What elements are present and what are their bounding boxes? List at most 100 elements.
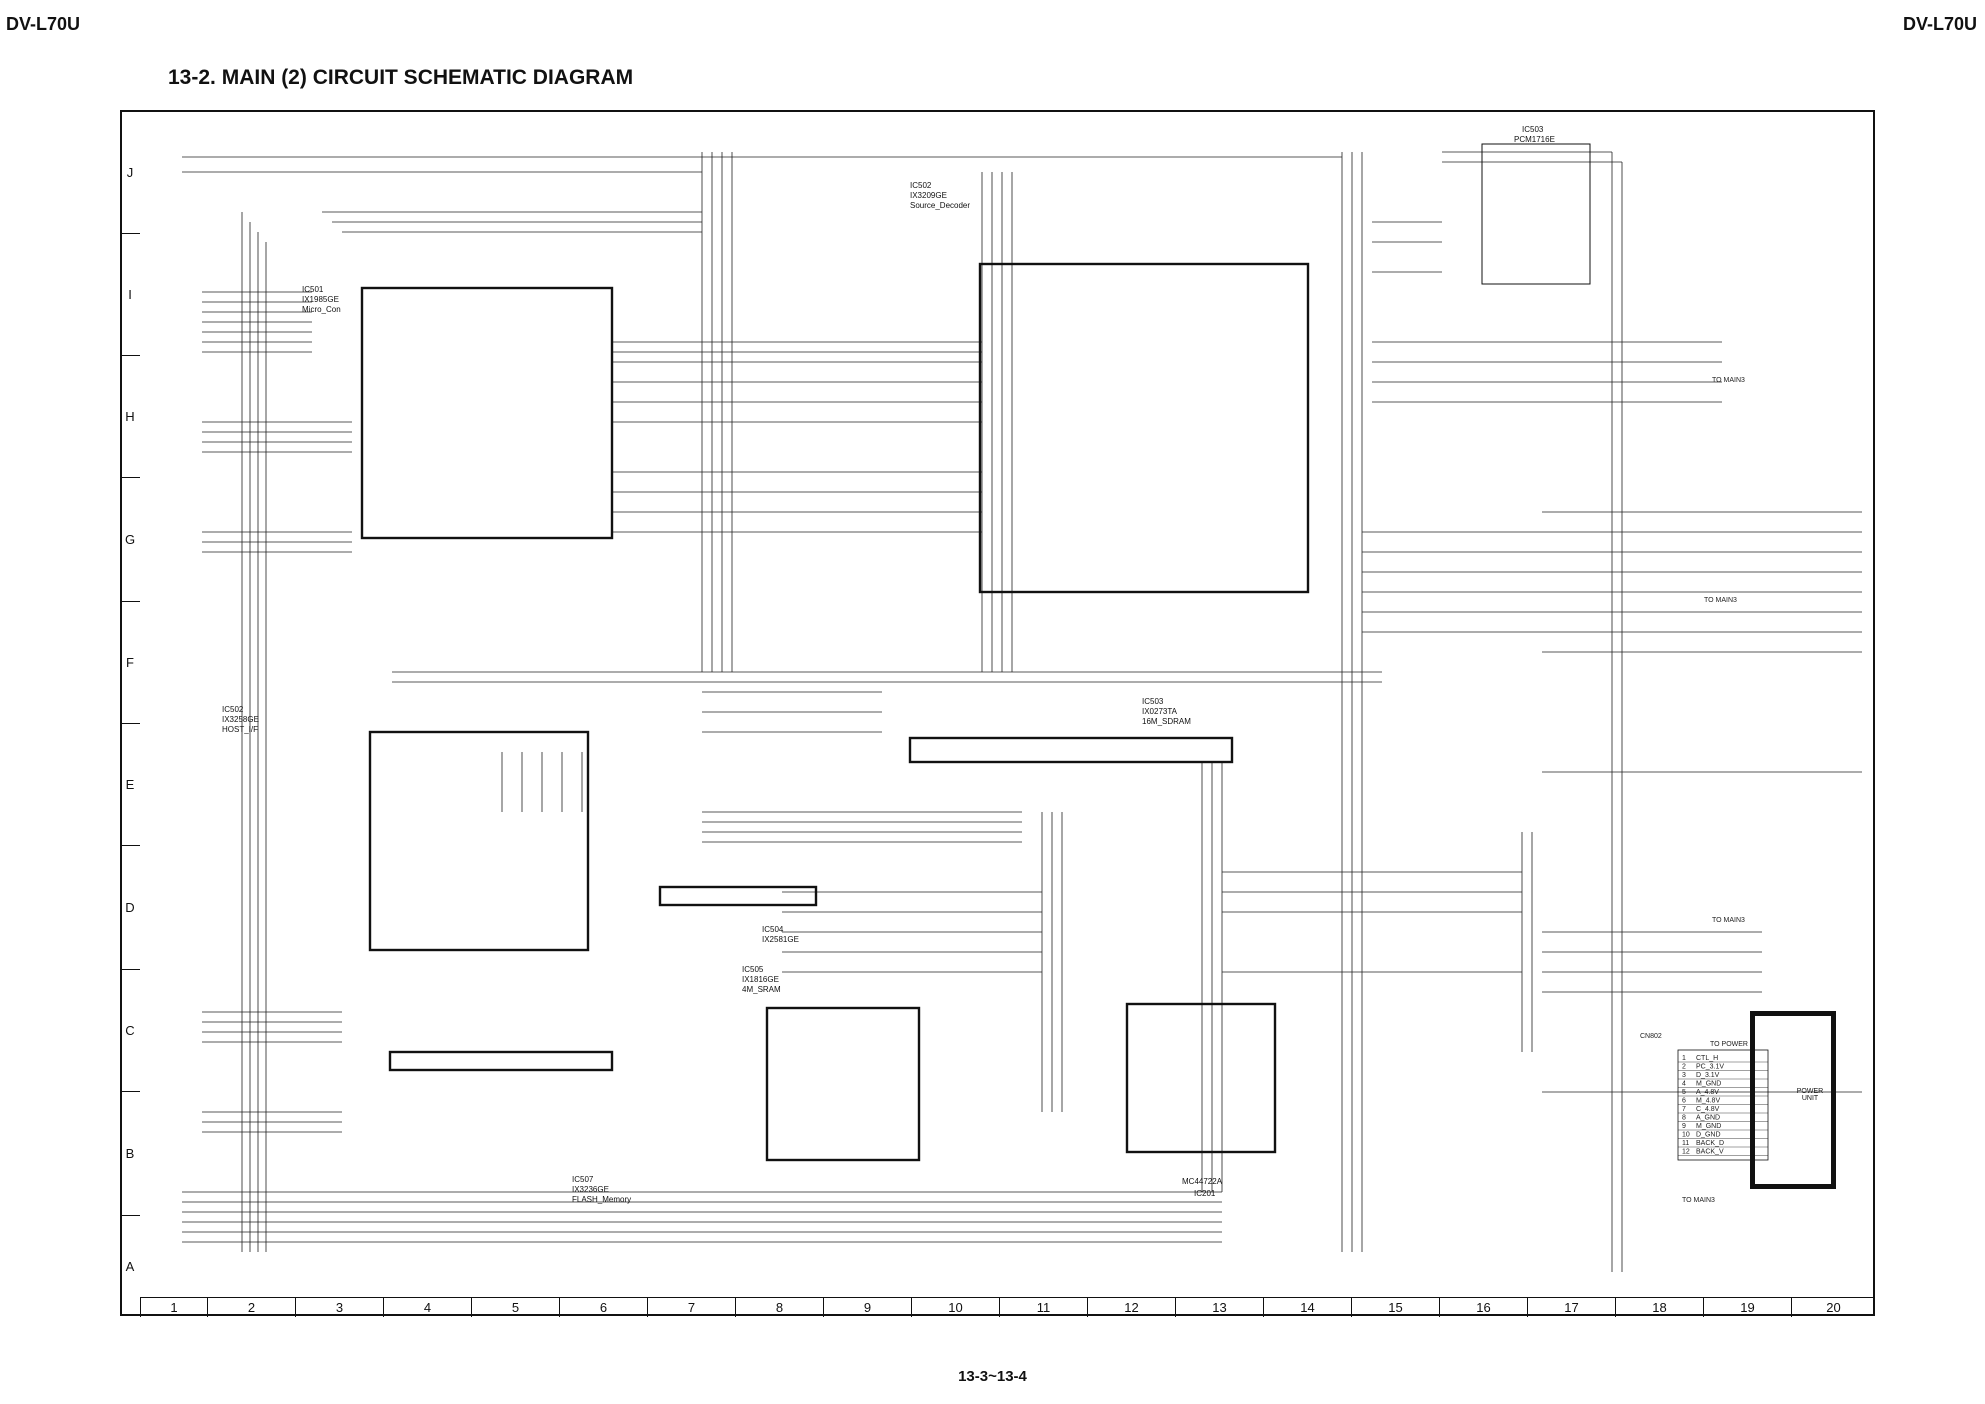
ic503-part: PCM1716E [1514,135,1555,144]
ic502b-part: IX3258GE [222,715,259,724]
power-pin-number: 1 [1682,1055,1686,1062]
schematic-drawing: IC501 IX1985GE Micro_Con IC502 IX3209GE … [182,125,1862,1272]
power-pin-signal: M_GND [1696,1081,1721,1088]
ic201-symbol: MC44722A IC201 [1125,1002,1277,1198]
power-pin-number: 2 [1682,1064,1686,1071]
grid-col-17: 17 [1527,1298,1615,1317]
ic502-ref: IC502 [910,181,932,190]
grid-col-20: 20 [1791,1298,1875,1317]
grid-col-16: 16 [1439,1298,1527,1317]
grid-col-19: 19 [1703,1298,1791,1317]
grid-col-3: 3 [295,1298,383,1317]
power-pin-signal: CTL_H [1696,1055,1718,1062]
connector-main3-low: TO MAIN3 [1712,917,1745,924]
ic503b-ref: IC503 [1142,697,1164,706]
ic504-ref: IC504 [762,925,784,934]
ic501-ref: IC501 [302,285,324,294]
ic503b-desc: 16M_SDRAM [1142,717,1191,726]
grid-row-B: B [120,1091,140,1215]
ic507-ref: IC507 [572,1175,594,1184]
ic505-desc: 4M_SRAM [742,985,781,994]
power-pin-signal: BACK_V [1696,1149,1724,1156]
ic502-symbol: IC502 IX3209GE Source_Decoder [910,181,1310,594]
power-pin-signal: D_GND [1696,1132,1721,1139]
power-pin-number: 6 [1682,1098,1686,1105]
power-connector-title: TO POWER [1710,1041,1748,1048]
power-pin-number: 4 [1682,1081,1686,1088]
ic502-part: IX3209GE [910,191,947,200]
ic504-part: IX2581GE [762,935,799,944]
grid-row-I: I [120,233,140,355]
power-pin-number: 12 [1682,1149,1690,1156]
power-pin-signal: PC_3.1V [1696,1064,1724,1071]
grid-col-10: 10 [911,1298,999,1317]
power-pin-number: 9 [1682,1123,1686,1130]
grid-column-labels: 1 2 3 4 5 6 7 8 9 10 11 12 13 14 15 16 1… [140,1297,1875,1317]
page-title: 13-2. MAIN (2) CIRCUIT SCHEMATIC DIAGRAM [168,66,634,89]
ic505-part: IX1816GE [742,975,779,984]
page-footer: 13-3~13-4 [958,1368,1027,1385]
grid-col-13: 13 [1175,1298,1263,1317]
ic507-symbol: IC507 IX3236GE FLASH_Memory [388,1050,631,1204]
grid-col-2: 2 [207,1298,295,1317]
ic501-symbol: IC501 IX1985GE Micro_Con [302,285,614,540]
ic502b-desc: HOST_I/F [222,725,258,734]
grid-col-1: 1 [140,1298,207,1317]
power-pin-number: 3 [1682,1072,1686,1079]
ic505-symbol: IC505 IX1816GE 4M_SRAM [742,965,921,1162]
power-pin-number: 10 [1682,1132,1690,1139]
power-pin-signal: BACK_D [1696,1140,1724,1147]
power-pin-signal: A_GND [1696,1115,1720,1122]
ic201-ref: IC201 [1194,1189,1216,1198]
ic502b-ref: IC502 [222,705,244,714]
ic503-ref: IC503 [1522,125,1544,134]
grid-col-7: 7 [647,1298,735,1317]
grid-col-5: 5 [471,1298,559,1317]
power-pin-signal: A_4.8V [1696,1089,1719,1096]
ic501-part: IX1985GE [302,295,339,304]
connector-main3-bottom: TO MAIN3 [1682,1197,1715,1204]
power-pin-signal: C_4.8V [1696,1106,1720,1113]
ic501-desc: Micro_Con [302,305,341,314]
schematic-frame [120,110,1875,1316]
ic505-ref: IC505 [742,965,764,974]
power-connector-ref: CN802 [1640,1033,1662,1040]
ic201-part: MC44722A [1182,1177,1223,1186]
power-pin-number: 8 [1682,1115,1686,1122]
power-pin-signal: M_GND [1696,1123,1721,1130]
grid-row-A: A [120,1215,140,1316]
grid-row-D: D [120,845,140,969]
ic503-symbol: IC503 PCM1716E [1481,125,1591,285]
grid-col-15: 15 [1351,1298,1439,1317]
power-pin-number: 11 [1682,1140,1689,1147]
ic502b-symbol: IC502 IX3258GE HOST_I/F [222,705,590,952]
grid-row-E: E [120,723,140,845]
power-pin-signal: M_4.8V [1696,1098,1720,1105]
grid-col-12: 12 [1087,1298,1175,1317]
grid-col-6: 6 [559,1298,647,1317]
ic502-desc: Source_Decoder [910,201,970,210]
power-connector: CN802 TO POWER [1640,1033,1769,1161]
grid-row-J: J [120,110,140,233]
grid-col-8: 8 [735,1298,823,1317]
ic503b-symbol: IC503 IX0273TA 16M_SDRAM [908,697,1234,764]
ic507-part: IX3236GE [572,1185,609,1194]
power-unit-label: POWER UNIT [1796,1088,1824,1102]
grid-col-9: 9 [823,1298,911,1317]
grid-row-C: C [120,969,140,1091]
grid-row-G: G [120,477,140,601]
grid-col-18: 18 [1615,1298,1703,1317]
power-pin-signal: D_3.1V [1696,1072,1720,1079]
grid-row-labels: J I H G F E D C B A [120,110,140,1316]
ic507-desc: FLASH_Memory [572,1195,631,1204]
grid-col-11: 11 [999,1298,1087,1317]
ic504-symbol: IC504 IX2581GE [658,885,818,944]
ic503b-part: IX0273TA [1142,707,1178,716]
header-model-left: DV-L70U [6,14,81,34]
connector-main3-mid: TO MAIN3 [1704,597,1737,604]
power-unit-box [1750,1011,1836,1189]
connector-main3-top: TO MAIN3 [1712,377,1745,384]
grid-row-H: H [120,355,140,477]
bus-wires [182,151,1862,1272]
power-pin-number: 5 [1682,1089,1686,1096]
